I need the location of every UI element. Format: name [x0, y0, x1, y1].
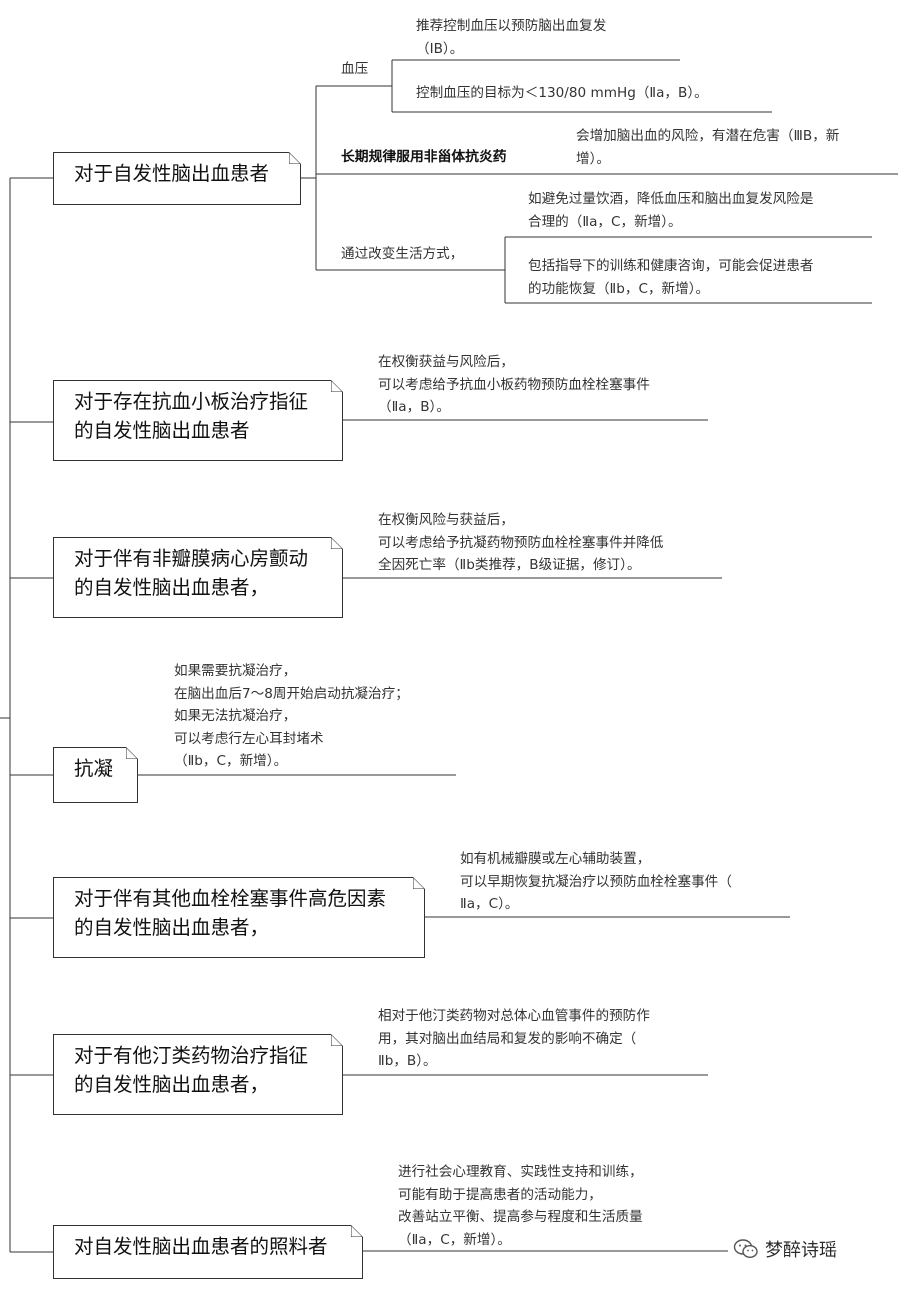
node-antiplatelet-label: 对于存在抗血小板治疗指征 的自发性脑出血患者 [74, 390, 309, 442]
bp-recommendation-2: 控制血压的目标为＜130/80 mmHg（Ⅱa，B）。 [416, 85, 708, 101]
af-recommendation: 在权衡风险与获益后， 可以考虑给予抗凝药物预防血栓栓塞事件并降低 全因死亡率（Ⅱ… [378, 512, 664, 573]
node-thromboembolic-risk: 对于伴有其他血栓栓塞事件高危因素 的自发性脑出血患者， [53, 877, 425, 958]
node-statin-label: 对于有他汀类药物治疗指征 的自发性脑出血患者， [74, 1044, 309, 1096]
anticoagulation-recommendation: 如果需要抗凝治疗， 在脑出血后7～8周开始启动抗凝治疗； 如果无法抗凝治疗， 可… [174, 663, 409, 769]
node-anticoagulation: 抗凝 [53, 747, 138, 803]
node-af-label: 对于伴有非瓣膜病心房颤动 的自发性脑出血患者， [74, 547, 309, 599]
statin-recommendation: 相对于他汀类药物对总体心血管事件的预防作 用，其对脑出血结局和复发的影响不确定（… [378, 1008, 650, 1069]
wechat-icon [733, 1239, 758, 1259]
thromboembolic-recommendation: 如有机械瓣膜或左心辅助装置， 可以早期恢复抗凝治疗以预防血栓栓塞事件（ Ⅱa，C… [460, 851, 732, 912]
node-anticoagulation-label: 抗凝 [74, 757, 114, 780]
bp-recommendation-1: 推荐控制血压以预防脑出血复发 （ⅠB）。 [416, 18, 607, 57]
note-corner-icon [351, 1225, 363, 1237]
node-caregivers-label: 对自发性脑出血患者的照料者 [74, 1235, 328, 1258]
lifestyle-recommendation-1: 如避免过量饮酒，降低血压和脑出血复发风险是 合理的（Ⅱa，C，新增）。 [528, 191, 814, 230]
note-corner-icon [331, 537, 343, 549]
note-corner-icon [289, 152, 301, 164]
nsaid-recommendation: 会增加脑出血的风险，有潜在危害（ⅢB，新 增）。 [576, 128, 840, 167]
note-corner-icon [413, 877, 425, 889]
antiplatelet-recommendation: 在权衡获益与风险后， 可以考虑给予抗血小板药物预防血栓栓塞事件 （Ⅱa，B）。 [378, 354, 650, 415]
note-corner-icon [331, 380, 343, 392]
node-caregivers: 对自发性脑出血患者的照料者 [53, 1225, 363, 1279]
node-antiplatelet: 对于存在抗血小板治疗指征 的自发性脑出血患者 [53, 380, 343, 461]
caregiver-recommendation: 进行社会心理教育、实践性支持和训练， 可能有助于提高患者的活动能力， 改善站立平… [398, 1164, 643, 1248]
nsaid-label: 长期规律服用非甾体抗炎药 [341, 149, 507, 165]
node-thromboembolic-risk-label: 对于伴有其他血栓栓塞事件高危因素 的自发性脑出血患者， [74, 887, 387, 939]
watermark: 梦醉诗瑶 [733, 1236, 837, 1262]
watermark-text: 梦醉诗瑶 [765, 1240, 837, 1261]
node-af: 对于伴有非瓣膜病心房颤动 的自发性脑出血患者， [53, 537, 343, 618]
node-statin: 对于有他汀类药物治疗指征 的自发性脑出血患者， [53, 1034, 343, 1115]
lifestyle-label: 通过改变生活方式， [341, 246, 464, 262]
note-corner-icon [126, 747, 138, 759]
node-ich-patients: 对于自发性脑出血患者 [53, 152, 301, 205]
bp-label: 血压 [341, 61, 369, 77]
note-corner-icon [331, 1034, 343, 1046]
node-ich-patients-label: 对于自发性脑出血患者 [74, 162, 270, 185]
lifestyle-recommendation-2: 包括指导下的训练和健康咨询，可能会促进患者 的功能恢复（Ⅱb，C，新增）。 [528, 258, 814, 297]
